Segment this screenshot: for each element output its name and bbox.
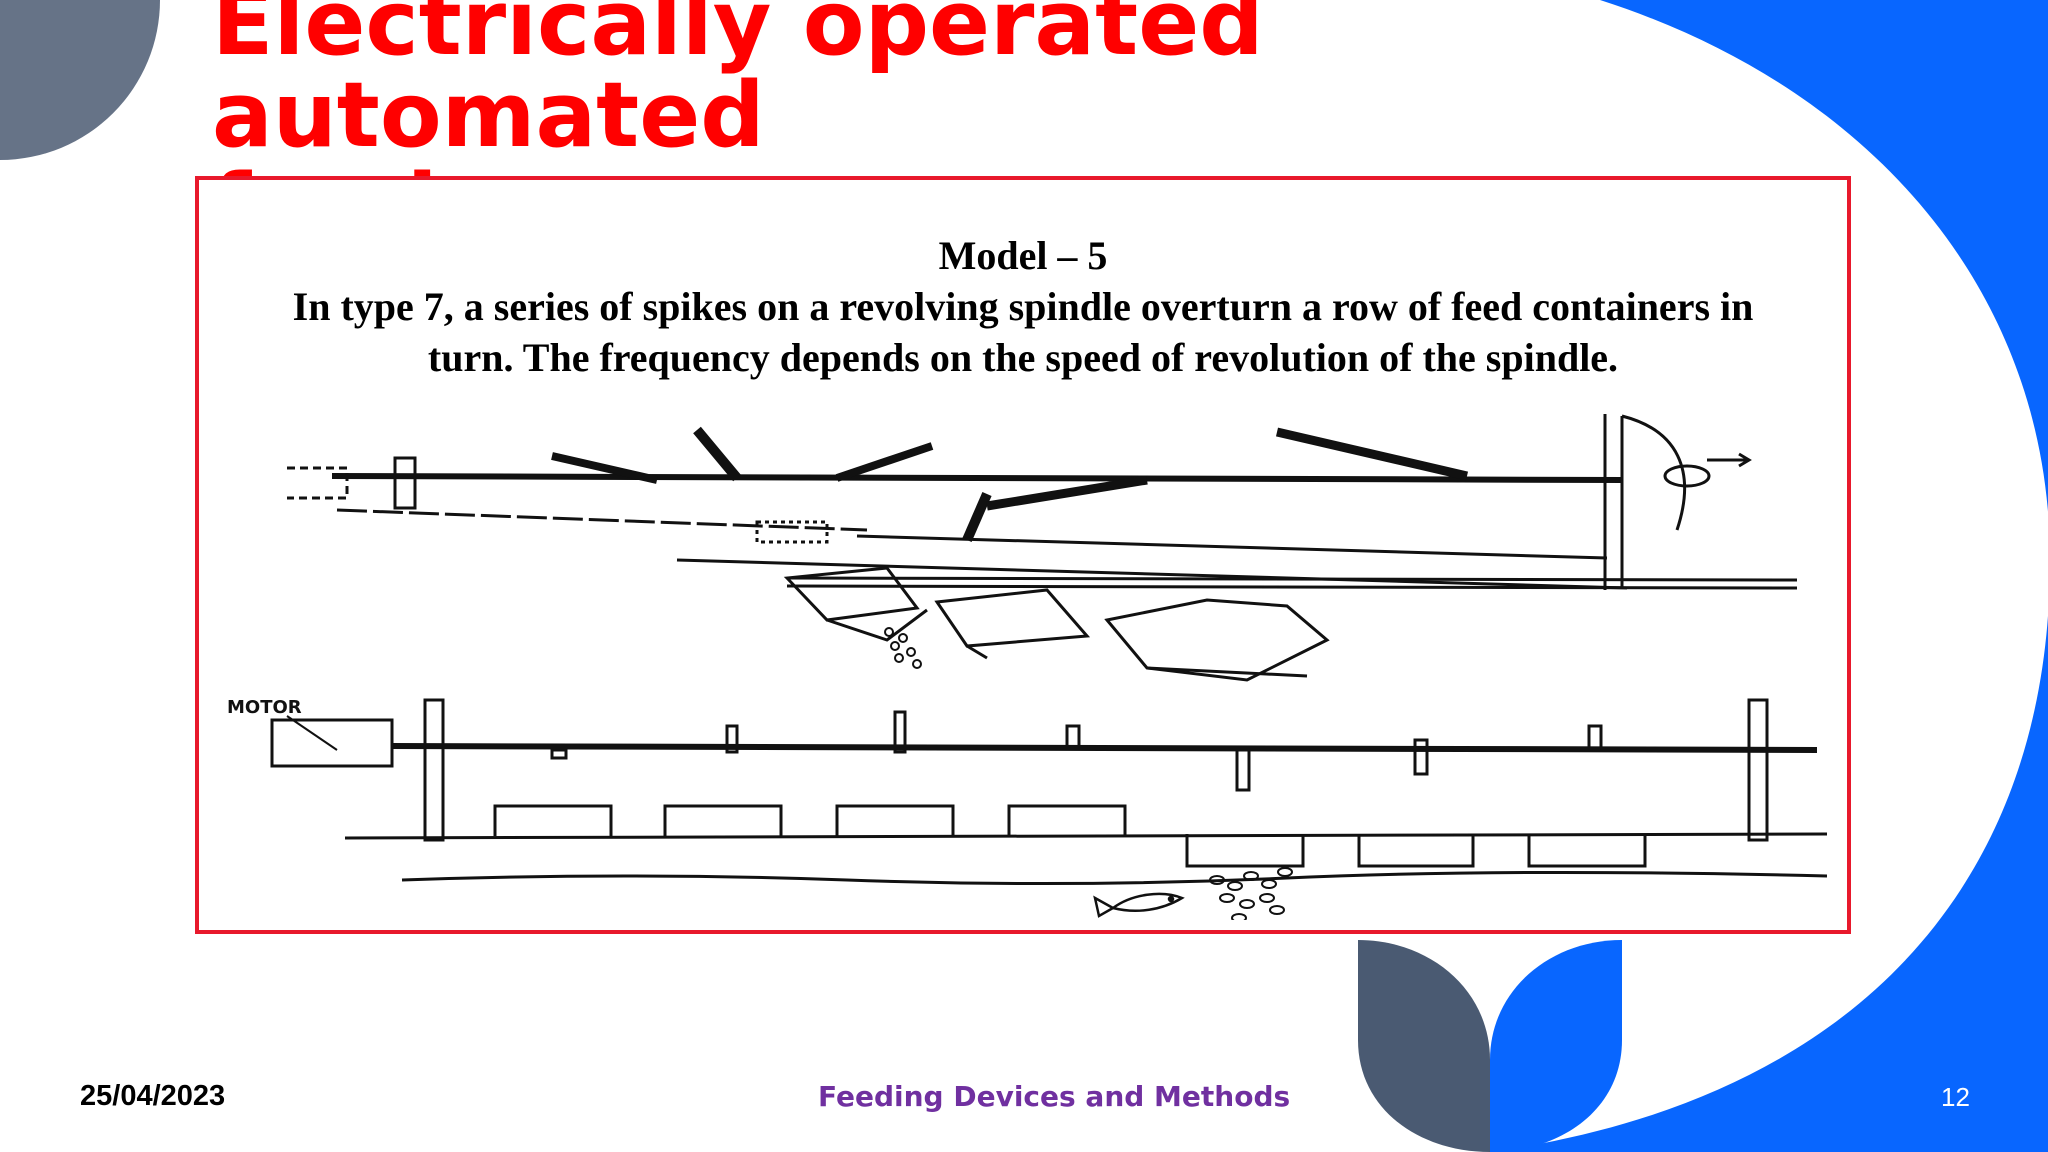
title-line-1: Electrically operated automated (212, 0, 1264, 168)
caption-line-2: turn. The frequency depends on the speed… (427, 335, 1619, 380)
feeder-diagram: MOTOR (227, 414, 1827, 920)
caption-line-1: In type 7, a series of spikes on a revol… (292, 284, 1754, 329)
footer-title: Feeding Devices and Methods (818, 1080, 1291, 1113)
spilled-feed (884, 627, 922, 669)
side-elevation: MOTOR (227, 697, 1827, 920)
corner-quarter-circle-shape (0, 0, 160, 160)
perspective-view (287, 414, 1798, 682)
blue-arc-background-shape (1490, 0, 2048, 1152)
figure-frame: Model – 5 In type 7, a series of spikes … (195, 176, 1851, 934)
slate-leaf-shape (1358, 940, 1490, 1152)
fish-icon (1093, 892, 1185, 918)
motor-label: MOTOR (227, 697, 302, 718)
blue-leaf-shape (1490, 940, 1622, 1152)
caption-heading: Model – 5 (938, 233, 1108, 278)
falling-feed (1209, 867, 1293, 920)
footer-date: 25/04/2023 (80, 1080, 226, 1112)
page-number: 12 (1941, 1082, 1970, 1112)
figure-caption: Model – 5 In type 7, a series of spikes … (199, 230, 1847, 383)
